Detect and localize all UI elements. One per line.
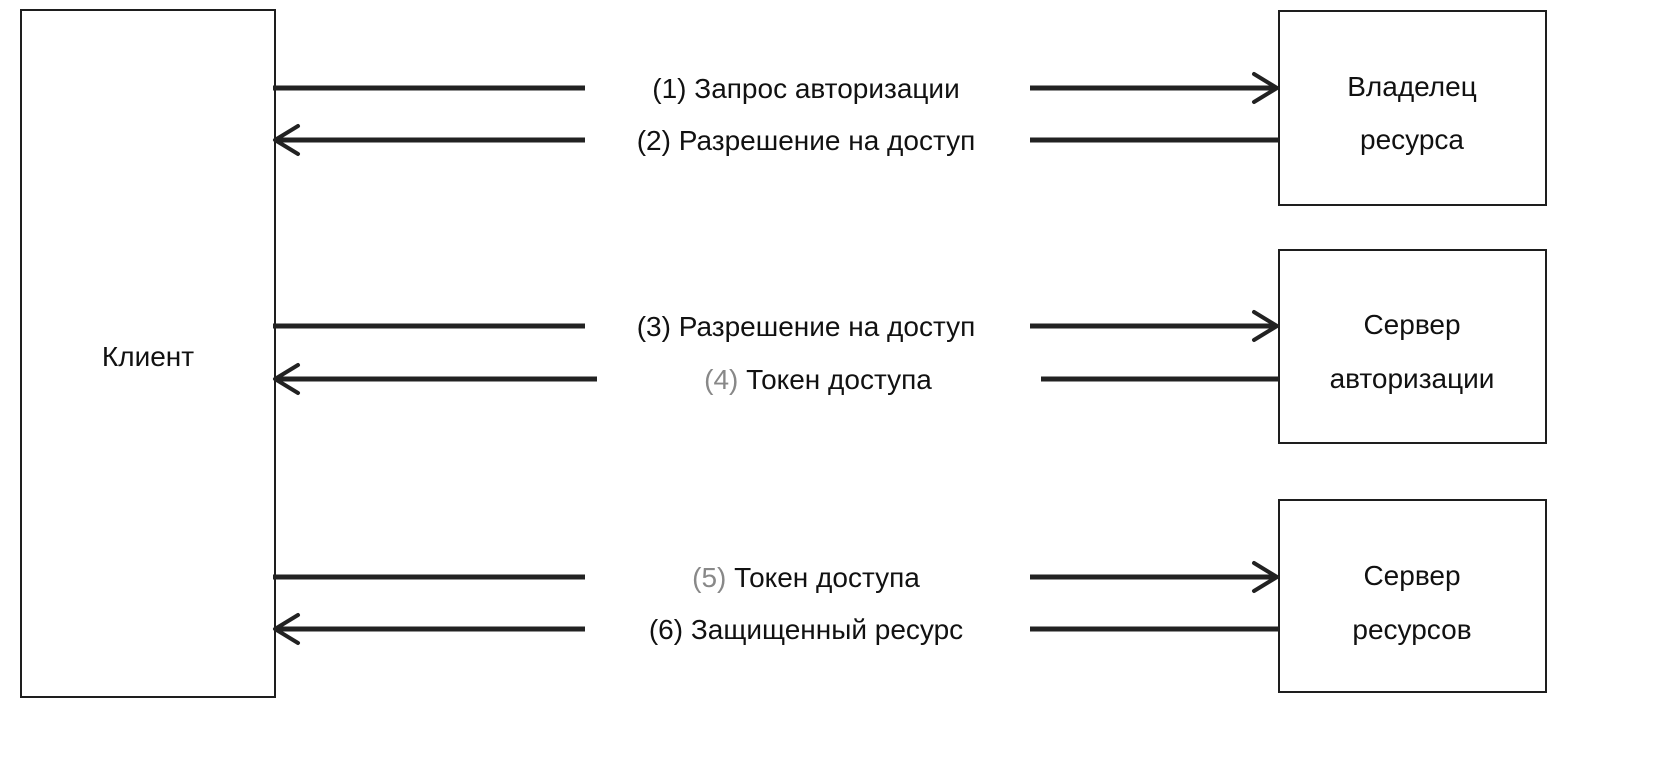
- arrowhead-right-icon: [1252, 72, 1279, 104]
- message-5-label: (5) Токен доступа: [692, 562, 920, 593]
- resource-owner-label-2: ресурса: [1360, 124, 1464, 155]
- arrowhead-left-icon: [273, 363, 300, 395]
- client-box: Клиент: [20, 9, 276, 698]
- arrowhead-right-icon: [1252, 561, 1279, 593]
- arrow-2: (2) Разрешение на доступ: [273, 124, 1279, 156]
- resource-server-label-2: ресурсов: [1352, 614, 1471, 645]
- arrowhead-right-icon: [1252, 310, 1279, 342]
- arrow-4: (4) Токен доступа: [273, 363, 1279, 395]
- arrow-6: (6) Защищенный ресурс: [273, 613, 1279, 645]
- message-6-label: (6) Защищенный ресурс: [649, 614, 963, 645]
- client-label: Клиент: [102, 341, 194, 372]
- resource-owner-box: Владелец ресурса: [1278, 10, 1547, 206]
- arrow-1: (1) Запрос авторизации: [273, 72, 1279, 104]
- arrow-3: (3) Разрешение на доступ: [273, 310, 1279, 342]
- arrow-5: (5) Токен доступа: [273, 561, 1279, 593]
- message-3-label: (3) Разрешение на доступ: [637, 311, 976, 342]
- arrowhead-left-icon: [273, 613, 300, 645]
- message-2-label: (2) Разрешение на доступ: [637, 125, 976, 156]
- authorization-server-box: Сервер авторизации: [1278, 249, 1547, 444]
- message-4-label: (4) Токен доступа: [704, 364, 932, 395]
- resource-owner-label-1: Владелец: [1347, 71, 1477, 102]
- resource-server-box: Сервер ресурсов: [1278, 499, 1547, 693]
- authorization-server-label-2: авторизации: [1330, 363, 1495, 394]
- arrowhead-left-icon: [273, 124, 300, 156]
- authorization-server-label-1: Сервер: [1363, 309, 1460, 340]
- message-1-label: (1) Запрос авторизации: [652, 73, 959, 104]
- resource-server-label-1: Сервер: [1363, 560, 1460, 591]
